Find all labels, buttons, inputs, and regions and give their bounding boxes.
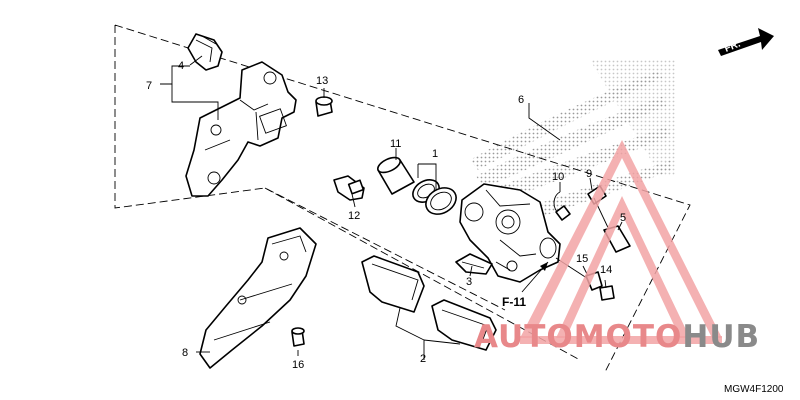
pad-spring-3 [455,253,493,275]
callout-9: 9 [586,168,592,180]
reference-label: F-11 [502,295,526,309]
callout-5: 5 [620,212,626,224]
callout-4: 4 [178,60,184,72]
callout-labels: 1 2 3 4 5 6 7 8 9 10 11 12 13 14 15 16 [146,60,626,371]
brake-pad-set [361,255,497,351]
caliper-bracket [185,61,297,197]
protector-bolt-16 [291,327,305,347]
callout-2: 2 [420,353,426,365]
callout-15: 15 [576,253,588,265]
front-direction-arrow: FR. [718,28,774,56]
callout-14: 14 [600,264,612,276]
slide-pin-12 [333,175,365,201]
diagram-code: MGW4F1200 [724,384,784,395]
reference-arrow [521,261,549,293]
callout-10: 10 [552,171,564,183]
piston-seal-set [412,179,457,215]
bleed-valve-10 [553,191,571,221]
watermark-triangle-outer [520,140,722,338]
callout-16: 16 [292,359,304,371]
callout-1: 1 [432,148,438,160]
callout-11: 11 [390,138,401,150]
watermark: AUTOMOTOHUB [474,140,760,355]
assembly-boundary [114,24,691,373]
front-label: FR. [723,38,742,54]
watermark-triangle-inner [556,196,690,338]
piston-11 [377,156,415,195]
leader-lines [160,55,623,360]
callout-8: 8 [182,347,188,359]
disc-protector-8 [199,227,317,369]
callout-7: 7 [146,80,152,92]
nut-14 [599,285,615,301]
caliper-body [459,183,561,283]
callout-6: 6 [518,94,524,106]
callout-12: 12 [348,210,360,222]
bracket-bolt-13 [315,96,333,117]
watermark-text-gray: HUB [682,319,760,355]
watermark-text-red: AUTOMOTO [474,319,682,355]
watermark-text: AUTOMOTOHUB [474,319,760,355]
callout-3: 3 [466,276,472,288]
retainer-spring [187,33,223,71]
callout-13: 13 [316,75,328,87]
